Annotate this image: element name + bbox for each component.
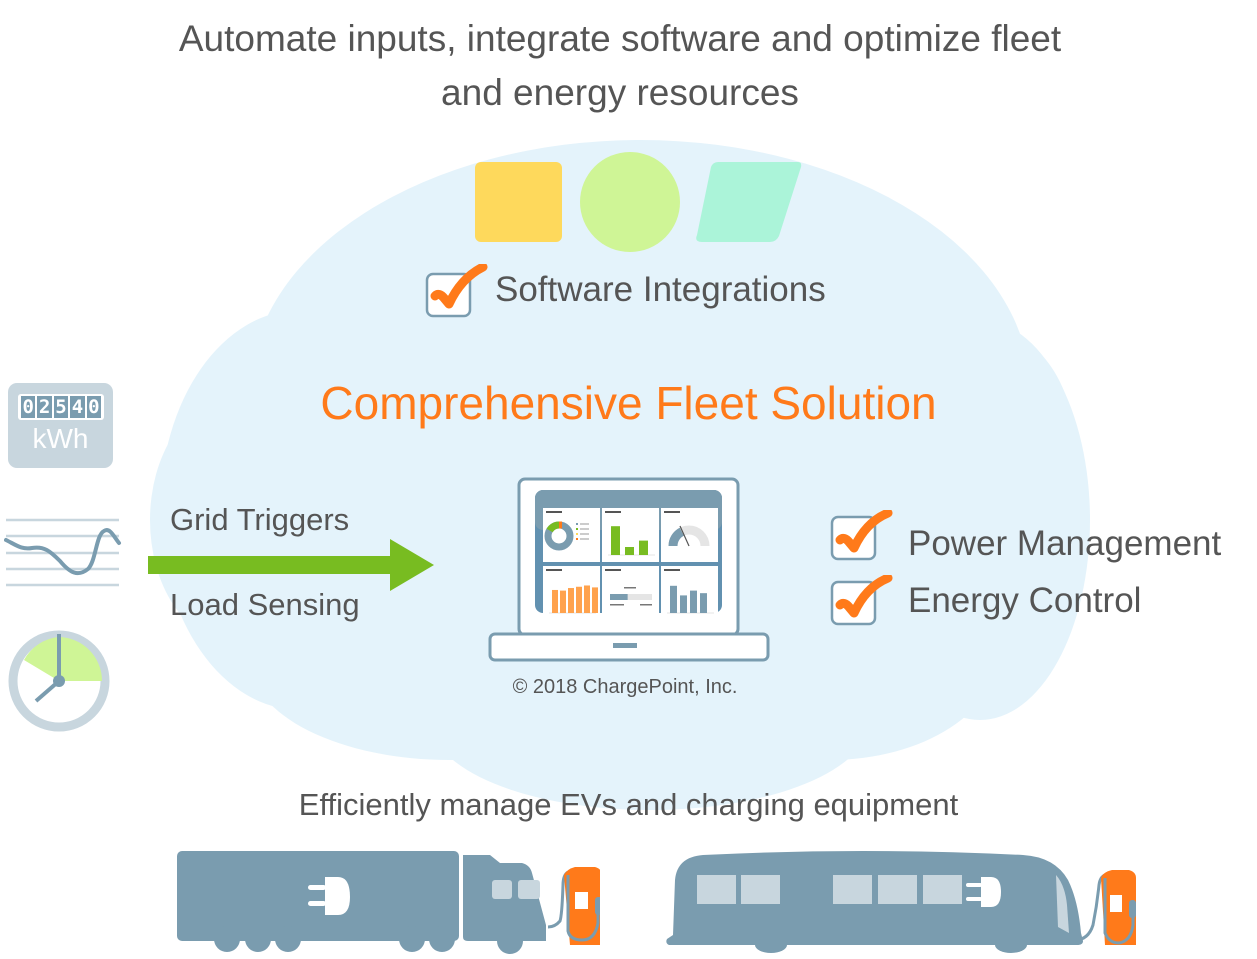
grid-triggers-label: Grid Triggers [170,502,350,537]
electric-bus-icon [666,851,1136,953]
headline-line-2: and energy resources [441,72,799,113]
mini-bar [700,593,707,613]
teal-parallelogram-shape [696,162,802,242]
progress-track [610,594,652,600]
mini-bar [639,540,648,555]
checkbox-checked-icon [425,264,488,318]
progress-fill [610,594,628,600]
yellow-square-shape [475,162,562,242]
mini-bar [560,590,566,613]
input-arrow-icon [148,539,434,591]
plug-icon [966,877,1001,907]
checkbox-checked-icon [830,575,893,626]
load-curve-icon [4,518,121,587]
headline-line-1: Automate inputs, integrate software and … [178,18,1062,59]
meter-digit: 5 [53,396,69,418]
mini-bar [611,526,620,555]
mini-bar [568,588,574,613]
power-management-label: Power Management [908,524,1222,563]
mini-bar [576,586,582,613]
meter-digit: 0 [21,396,36,418]
load-sensing-label: Load Sensing [170,587,360,622]
mini-bar [670,585,677,613]
plug-icon [308,877,350,915]
donut-slice [546,521,560,533]
meter-digit: 2 [37,396,52,418]
dashboard-widget [661,508,718,562]
checkbox-checked-icon [830,510,893,561]
kwh-meter-icon: 0 2 5 4 0 kWh [8,383,113,468]
mini-bar [690,590,697,613]
meter-digit: 0 [86,396,102,418]
mini-bar [592,587,598,613]
bottom-caption: Efficiently manage EVs and charging equi… [298,787,959,822]
time-of-use-clock-icon [8,630,110,732]
gauge-fill [668,527,685,547]
copyright-text: © 2018 ChargePoint, Inc. [512,676,738,698]
energy-control-label: Energy Control [908,581,1142,620]
dashboard-widget [602,566,659,620]
laptop-dashboard-icon [488,477,770,662]
headline: Automate inputs, integrate software and … [0,12,1240,120]
green-circle-shape [580,152,680,252]
electric-truck-icon [177,851,600,954]
software-integrations-label: Software Integrations [495,270,826,309]
gauge-needle [679,525,690,547]
meter-unit: kWh [32,423,89,454]
legend-swatch [576,528,578,530]
mini-bar [680,595,687,613]
meter-digits: 0 2 5 4 0 [18,394,104,420]
mini-bar [584,585,590,613]
mini-bar [552,589,558,613]
dashboard-widget [661,566,718,620]
center-title: Comprehensive Fleet Solution [320,377,937,429]
meter-digit: 4 [70,396,85,418]
legend-swatch [576,538,578,540]
mini-bar [625,547,634,555]
legend-swatch [576,523,578,525]
software-shapes [475,152,802,252]
legend-swatch [576,533,578,535]
